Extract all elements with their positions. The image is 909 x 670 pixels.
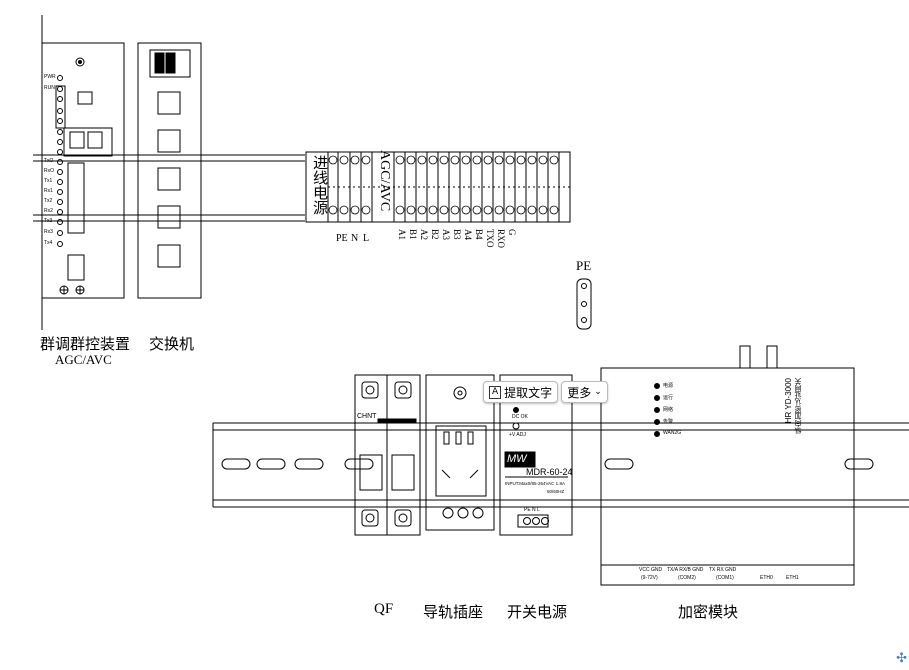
upper-din-rail [33,154,305,222]
controller-led-label-rx2: Rx2 [44,208,53,214]
enc-led-run: 运行 [663,395,674,401]
enc-port-com2-sub: (COM2) [678,575,696,581]
terminal-label-l: L [363,233,370,244]
enc-led-alarm: 告警 [663,419,674,425]
terminal-label-b4: B4 [474,229,484,240]
enc-port-vcc: VCC GND [639,567,663,573]
lower-din-rail [212,422,909,508]
more-label: 更多 [567,385,592,400]
enc-port-eth1: ETH1 [786,575,799,581]
controller-indicator-leds [57,75,63,247]
enc-port-com2: TX/A RX/B GND [667,567,704,573]
rail-socket [425,374,495,531]
terminal-label-rxo: RXO [496,229,506,249]
encryption-module [600,345,855,586]
controller-led-label-tx0: TxO [44,158,54,164]
enc-led-wan: WAN2G [663,430,682,436]
enc-port-com1: TX RX GND [709,567,737,573]
controller-led-label-pwr: PWR [44,74,56,80]
terminal-label-pe: PE [336,233,348,244]
switch-power-supply [499,374,573,536]
terminal-label-a3: A3 [441,229,451,240]
controller-led-label-tx2: Tx2 [44,198,53,204]
terminal-label-b1: B1 [408,229,418,240]
enc-led-network: 网络 [663,407,674,413]
more-button[interactable]: 更多 ⌄ [561,381,608,403]
terminal-screws [328,155,559,215]
switch-label: 交换机 [149,337,195,353]
enc-port-eth0: ETH0 [760,575,773,581]
terminal-label-n: N [351,233,359,244]
enc-led-power: 电源 [663,383,674,389]
agc-avc-block-label: AGC/AVC [377,150,392,212]
controller-led-label-tx3: Tx3 [44,218,53,224]
extract-text-label: 提取文字 [504,385,553,400]
psu-logo: MW [507,453,527,465]
encryption-module-label: 加密模块 [678,605,739,621]
psu-spec2: 50/60HZ [547,489,565,494]
incoming-power-label: 进线电源 [311,155,327,215]
enc-title: HR YD-3000 [784,378,793,424]
switch-device [137,42,202,299]
controller-led-label-rx0: RxO [44,168,54,174]
switch-power-label: 开关电源 [507,605,568,621]
psu-spec1: INPUT:Max0/85-264VAC 1.8A [505,481,565,486]
group-controller-sublabel: AGC/AVC [55,352,112,367]
controller-led-label-run: RUN [44,85,55,91]
controller-led-label-rx1: Rx1 [44,188,53,194]
group-controller-label: 群调群控装置 [40,337,131,353]
text-recognition-icon: A [489,385,502,399]
terminal-strip [305,151,571,223]
terminal-label-a2: A2 [419,229,429,240]
controller-led-label-rx3: Rx3 [44,229,53,235]
breaker-brand: CHNT [357,413,377,420]
rail-socket-label: 导轨插座 [423,605,484,621]
input-method-icon[interactable]: ✣ [896,651,907,666]
terminal-label-g: G [507,229,517,236]
terminal-label-a1: A1 [397,229,407,240]
enc-port-com1-sub: (COM1) [716,575,734,581]
psu-terminals: PE N L [524,507,540,513]
enc-port-vcc-sub: (9-72V) [641,575,658,581]
terminal-label-b3: B3 [452,229,462,240]
terminal-label-txo: TXO [485,229,495,248]
terminal-label-a4: A4 [463,229,473,240]
controller-led-label-tx1: Tx1 [44,178,53,184]
psu-vadj: +V ADJ [509,432,526,438]
pe-top-label: PE [576,258,592,273]
controller-led-label-tx4: Tx4 [44,240,53,246]
qf-label: QF [374,601,394,617]
psu-dc-ok: DC OK [512,414,528,420]
ocr-toolbar: A 提取文字 更多 ⌄ [483,381,608,403]
qf-breaker [354,374,421,536]
psu-model: MDR-60-24 [526,467,573,477]
group-controller-device [41,15,125,330]
chevron-down-icon: ⌄ [594,387,602,397]
enc-subtitle: 纵向加密认证网关 [795,378,802,434]
pe-terminal [576,278,592,330]
terminal-label-b2: B2 [430,229,440,240]
extract-text-button[interactable]: A 提取文字 [483,381,559,403]
